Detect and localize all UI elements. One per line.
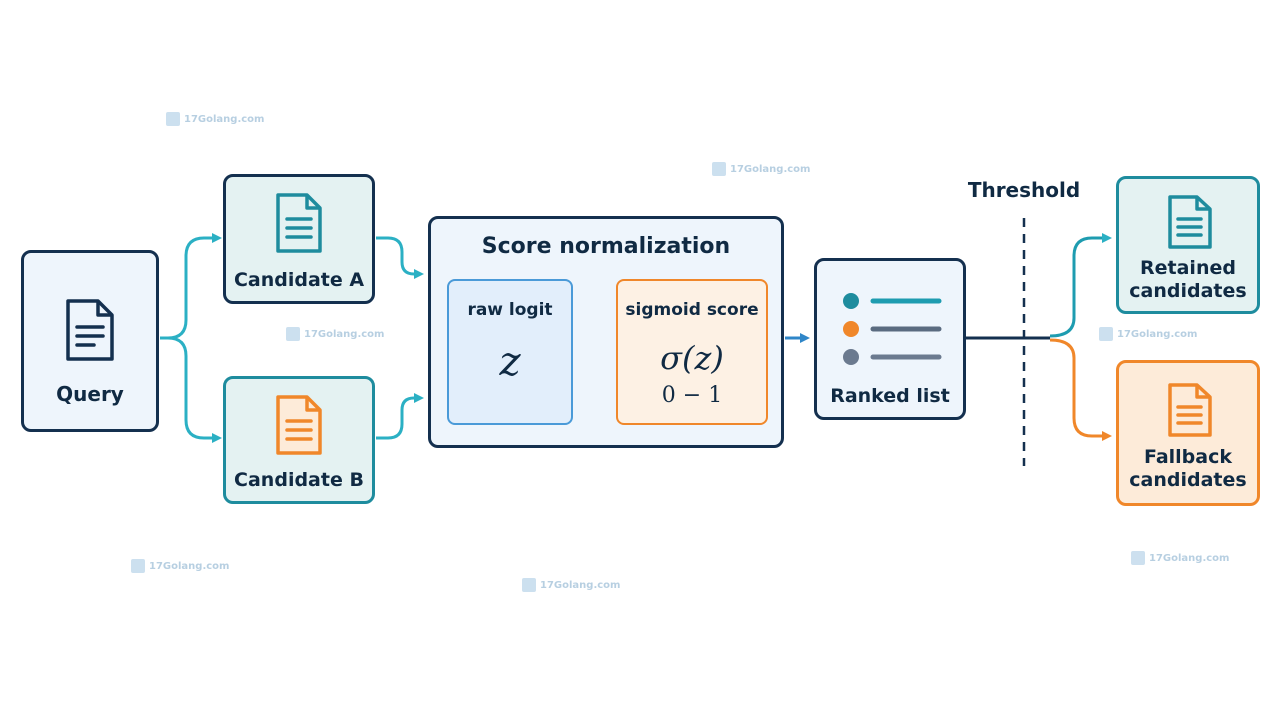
retained-label-line2: candidates bbox=[1129, 280, 1247, 302]
arrow-to-fallback bbox=[1049, 338, 1112, 441]
arrow-query-to-candidate-a bbox=[160, 233, 222, 340]
arrow-candidate-b-to-normalization bbox=[376, 393, 424, 440]
raw-logit-box: raw logit z bbox=[447, 279, 573, 425]
score-normalization-title: Score normalization bbox=[481, 234, 731, 259]
score-normalization-node: Score normalization raw logit z sigmoid … bbox=[428, 216, 784, 448]
watermark: 17Golang.com bbox=[712, 162, 810, 176]
sigmoid-score-box: sigmoid score σ(z) 0 − 1 bbox=[616, 279, 768, 425]
watermark: 17Golang.com bbox=[166, 112, 264, 126]
retained-label-line1: Retained bbox=[1140, 257, 1236, 279]
document-icon bbox=[276, 193, 322, 253]
watermark: 17Golang.com bbox=[1099, 327, 1197, 341]
sigmoid-formula: σ(z) bbox=[660, 339, 724, 377]
sigmoid-score-label: sigmoid score bbox=[625, 300, 759, 320]
watermark: 17Golang.com bbox=[522, 578, 620, 592]
fallback-label-line2: candidates bbox=[1129, 469, 1247, 491]
watermark-logo-icon bbox=[712, 162, 726, 176]
fallback-candidates-node: Fallback candidates bbox=[1116, 360, 1260, 506]
document-icon bbox=[1168, 383, 1212, 437]
watermark: 17Golang.com bbox=[1131, 551, 1229, 565]
candidate-b-label: Candidate B bbox=[234, 469, 364, 491]
sigmoid-range: 0 − 1 bbox=[661, 383, 723, 408]
list-icon bbox=[843, 293, 942, 365]
candidate-a-node: Candidate A bbox=[223, 174, 375, 304]
threshold-label: Threshold bbox=[967, 178, 1081, 202]
watermark-logo-icon bbox=[166, 112, 180, 126]
watermark-logo-icon bbox=[1099, 327, 1113, 341]
watermark-logo-icon bbox=[522, 578, 536, 592]
watermark-logo-icon bbox=[286, 327, 300, 341]
raw-logit-symbol: z bbox=[499, 339, 521, 385]
arrow-query-to-candidate-b bbox=[160, 336, 222, 443]
candidate-b-node: Candidate B bbox=[223, 376, 375, 504]
document-icon bbox=[276, 395, 322, 455]
document-icon bbox=[1168, 195, 1212, 249]
query-node: Query bbox=[21, 250, 159, 432]
watermark: 17Golang.com bbox=[286, 327, 384, 341]
document-icon bbox=[66, 299, 114, 361]
candidate-a-label: Candidate A bbox=[233, 269, 365, 291]
fallback-label-line1: Fallback bbox=[1143, 446, 1233, 468]
arrow-candidate-a-to-normalization bbox=[376, 236, 424, 279]
retained-candidates-node: Retained candidates bbox=[1116, 176, 1260, 314]
ranked-list-label: Ranked list bbox=[830, 385, 950, 407]
arrow-to-retained bbox=[1049, 233, 1112, 338]
ranked-list-node: Ranked list bbox=[814, 258, 966, 420]
watermark-logo-icon bbox=[131, 559, 145, 573]
raw-logit-label: raw logit bbox=[467, 300, 553, 320]
watermark: 17Golang.com bbox=[131, 559, 229, 573]
watermark-logo-icon bbox=[1131, 551, 1145, 565]
query-label: Query bbox=[56, 382, 124, 406]
